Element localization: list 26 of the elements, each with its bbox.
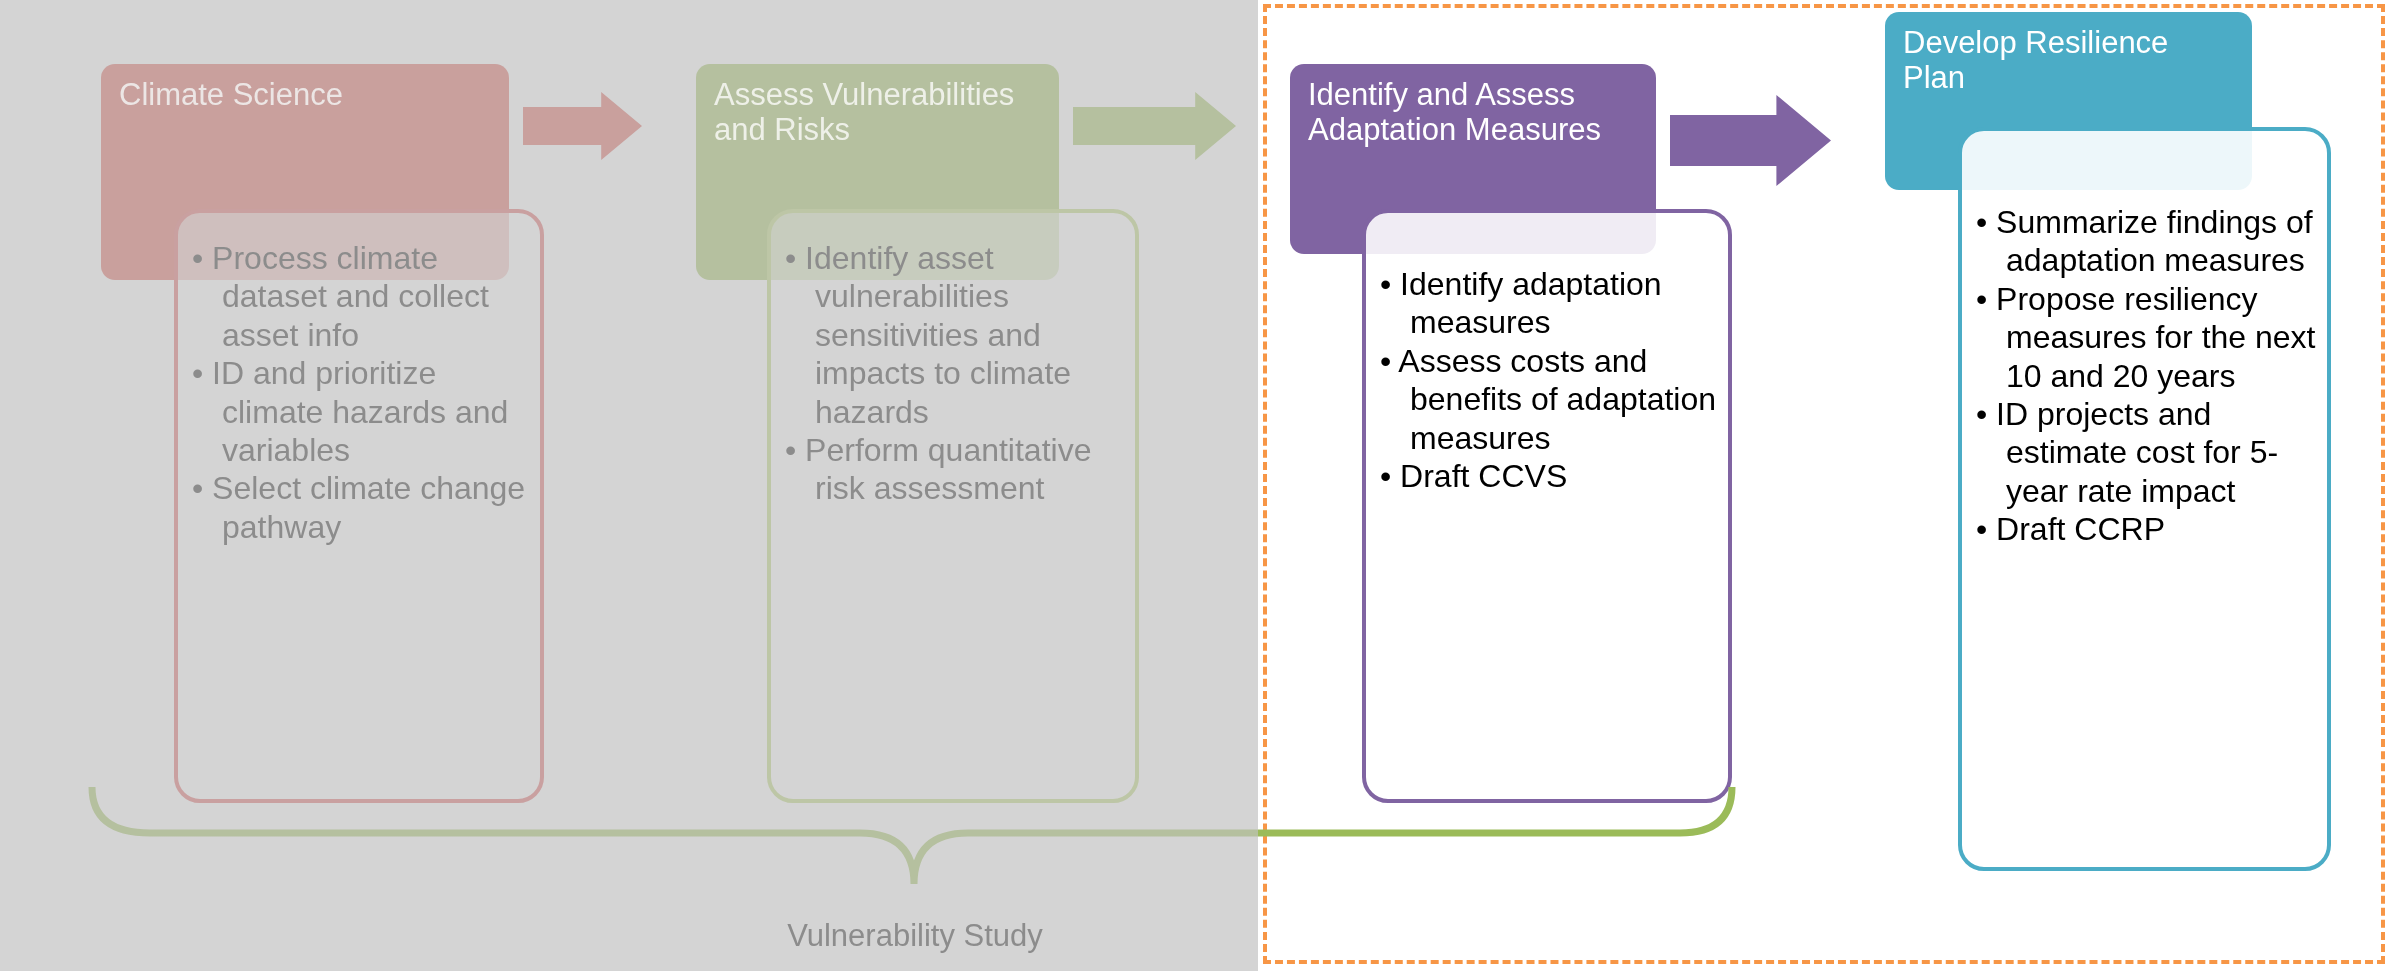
- step-title: Identify and Assess Adaptation Measures: [1308, 77, 1601, 147]
- bullet-item: • Identify adaptation measures: [1380, 265, 1663, 342]
- step-title: Assess Vulnerabilities and Risks: [714, 77, 1015, 147]
- bullet-item: • Assess costs and benefits of adaptation measures: [1380, 341, 1717, 457]
- bracket-label: Vulnerability Study: [786, 918, 1044, 954]
- task-list-box: [1362, 209, 1732, 803]
- task-list-box: [767, 209, 1139, 803]
- block-arrow: [1073, 92, 1236, 160]
- bullet-item: • Identify asset vulnerabilities sensitivities and impacts to climate hazards: [785, 239, 1073, 431]
- step-title: Climate Science: [119, 77, 343, 112]
- block-arrow: [1670, 95, 1831, 186]
- task-list-box: [174, 209, 544, 803]
- bullet-item: • Process climate dataset and collect asset info: [192, 239, 490, 355]
- bullet-item: • Select climate change pathway: [192, 469, 527, 547]
- bullet-item: • Perform quantitative risk assessment: [785, 430, 1093, 508]
- bullet-item: • Draft CCRP: [1976, 510, 2166, 549]
- step-title: Develop Resilience Plan: [1903, 25, 2169, 95]
- bullet-item: • ID and prioritize climate hazards and variables: [192, 354, 510, 470]
- step-header-box: [696, 64, 1059, 280]
- bullet-item: • Draft CCVS: [1380, 456, 1569, 496]
- bullet-item: • Summarize findings of adaptation measures: [1976, 203, 2314, 280]
- step-header-box: [101, 64, 509, 280]
- block-arrow: [523, 92, 642, 160]
- task-list-box: [1958, 127, 2331, 871]
- bullet-item: • ID projects and estimate cost for 5-year rate impact: [1976, 394, 2280, 511]
- bullet-item: • Propose resiliency measures for the next 10 and 20 years: [1976, 279, 2317, 395]
